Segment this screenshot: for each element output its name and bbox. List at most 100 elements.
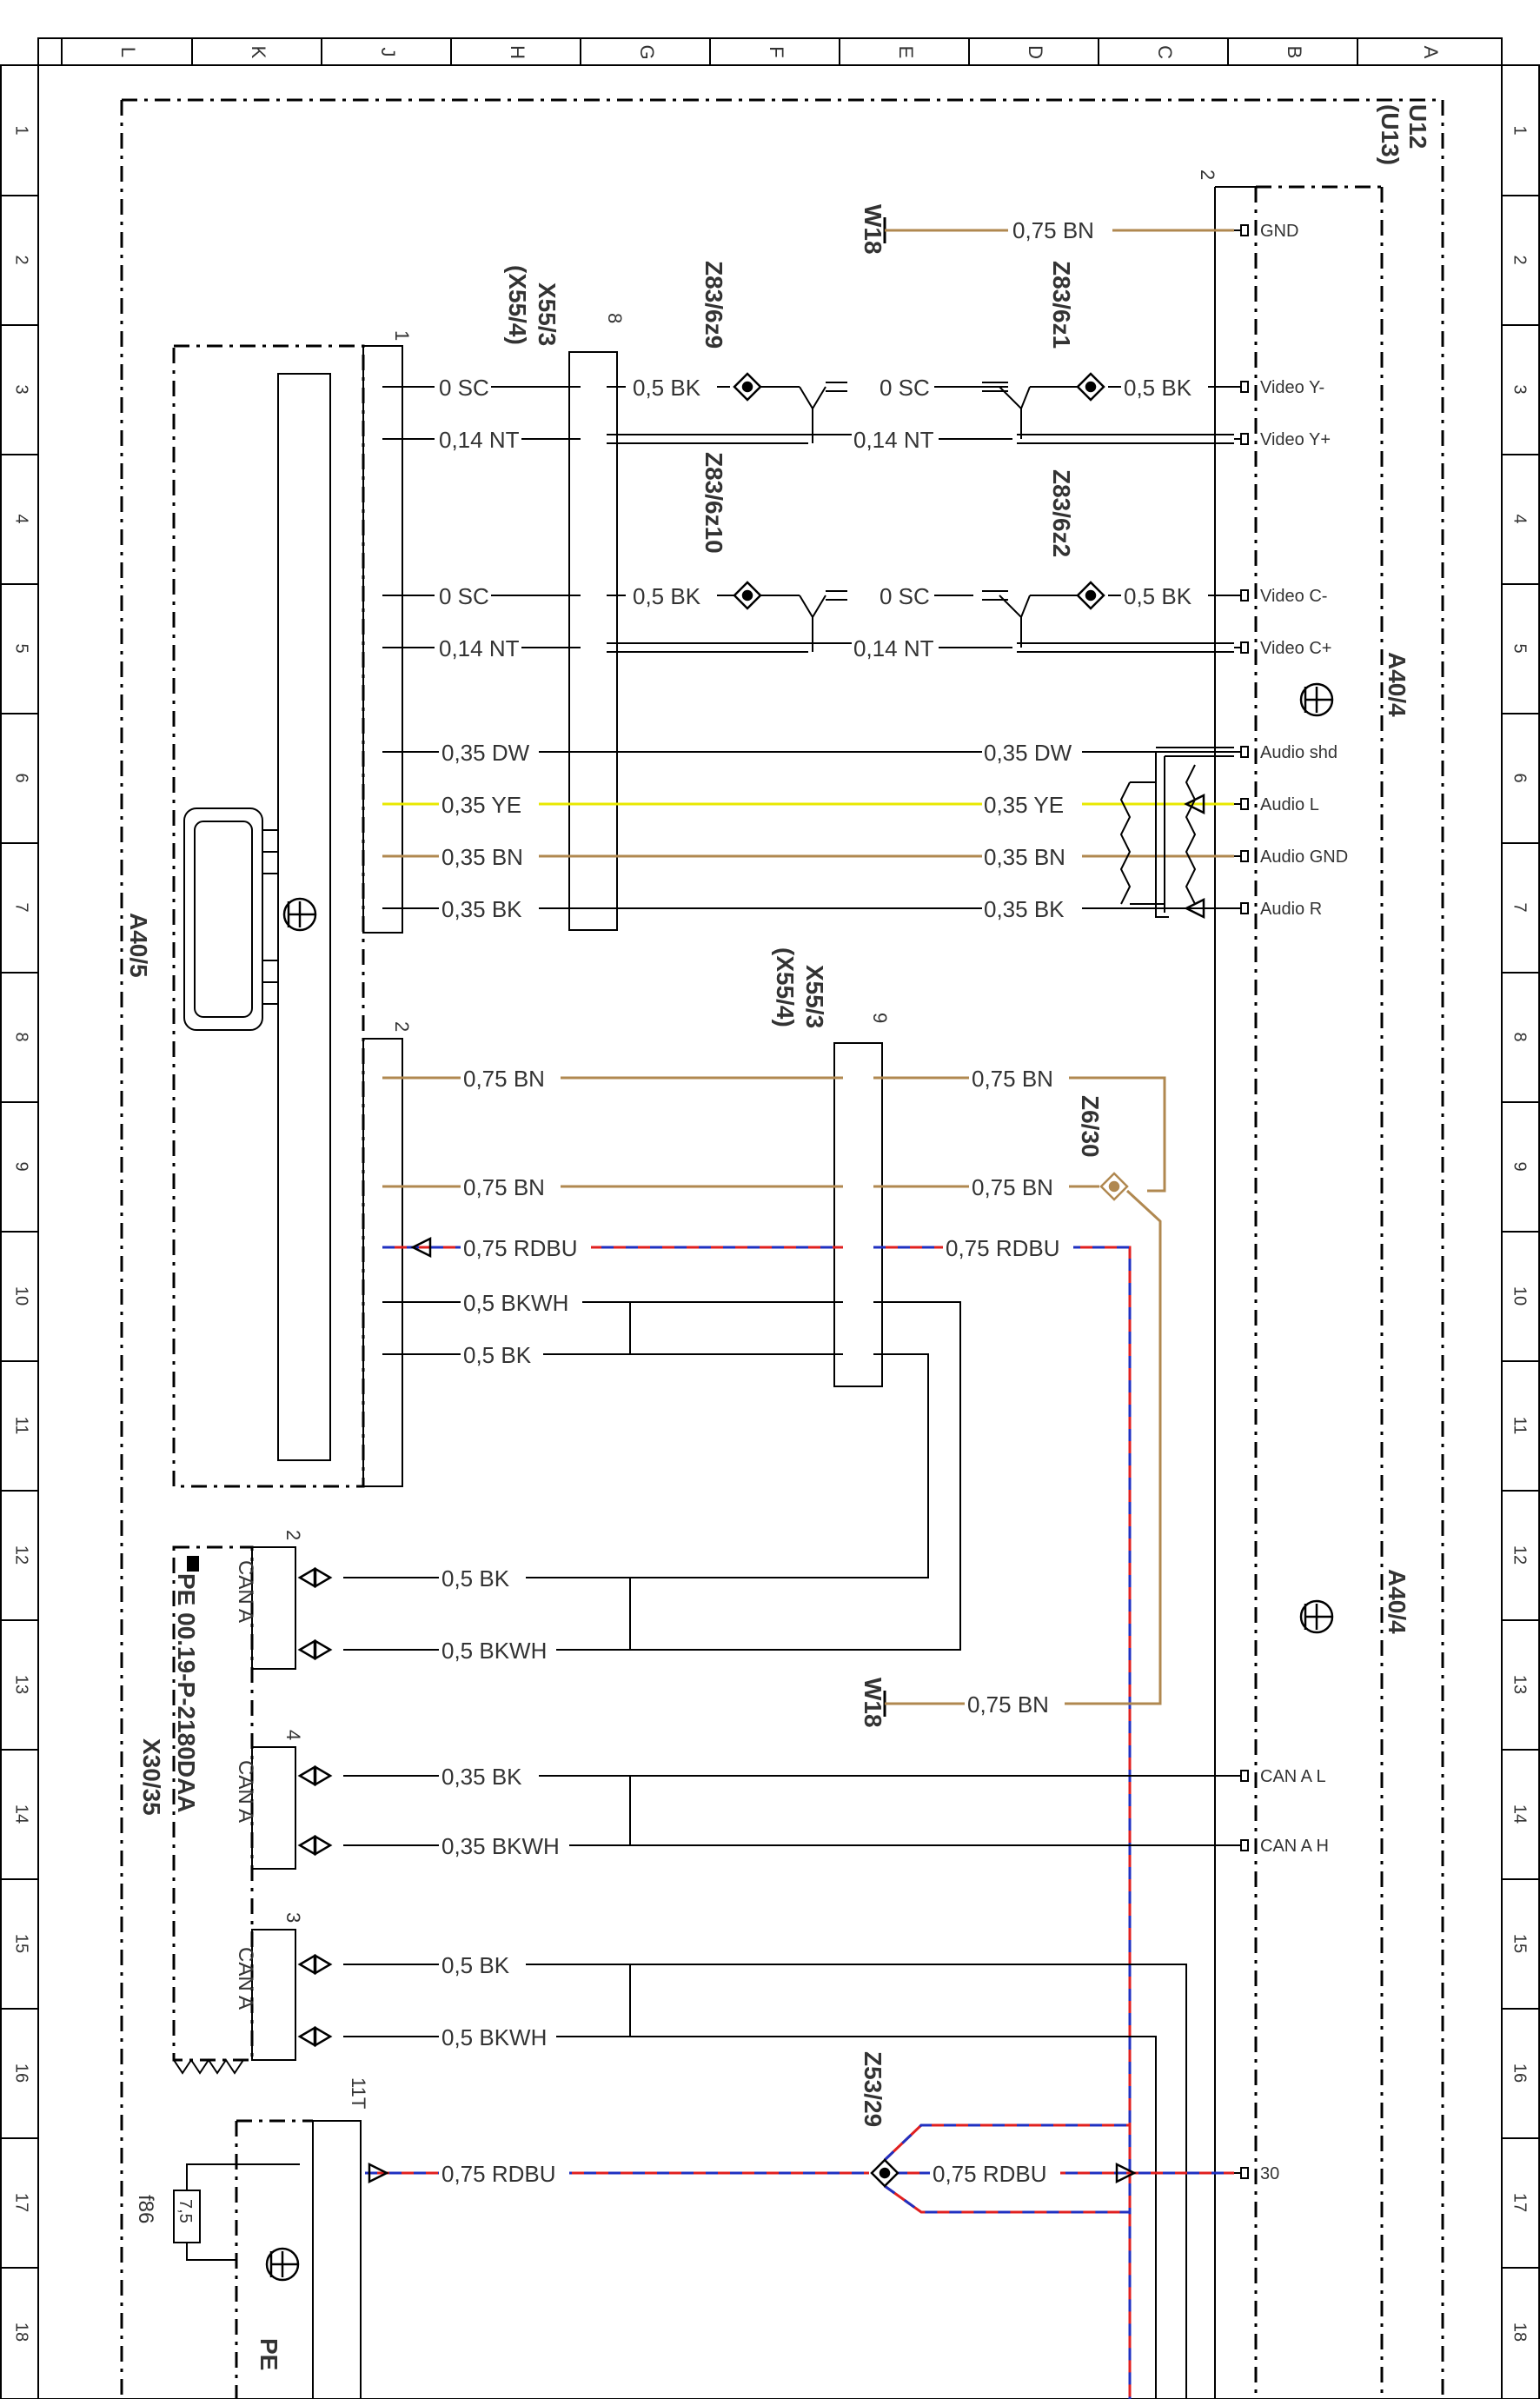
pin-label-video-c-plus: Video C+ — [1260, 639, 1331, 658]
can-block-2 — [251, 1546, 296, 1670]
z83-6z1-label: Z83/6z1 — [1048, 261, 1075, 349]
row-label: 7 — [1510, 902, 1530, 912]
x55-3-label-top: X55/3 — [534, 282, 561, 346]
can-a-label: CAN A — [234, 1947, 257, 2010]
col-label: C — [1154, 45, 1176, 59]
wire-label: 0,5 BK — [633, 375, 701, 401]
connector-11t — [312, 2120, 362, 2399]
a40-5-connector-1 — [362, 345, 403, 934]
row-label: 17 — [1510, 2193, 1530, 2212]
row-label: 12 — [12, 1545, 31, 1565]
col-label: D — [1025, 45, 1046, 59]
break-line — [173, 2058, 244, 2075]
a40-4-frame — [1254, 185, 1384, 2399]
splice-diamond-icon — [1076, 581, 1105, 610]
z83-6z9-label: Z83/6z9 — [700, 261, 727, 349]
a40-5-connector-2 — [362, 1038, 403, 1487]
row-label: 11 — [12, 1417, 31, 1435]
fuse-value: 7,5 — [176, 2199, 195, 2223]
wire-label: 0,35 YE — [984, 792, 1064, 818]
wire-label: 0,75 RDBU — [463, 1235, 578, 1261]
x55-3-connector-mid — [833, 1042, 883, 1387]
col-label: L — [117, 47, 139, 57]
wire-label: 0,5 BK — [441, 1565, 510, 1592]
can-block-3 — [251, 1929, 296, 2061]
row-label: 1 — [12, 125, 31, 135]
arrow-left-icon — [1184, 793, 1205, 920]
wire-bn-z6 — [1125, 1189, 1162, 1705]
u12-label: U12 — [1404, 104, 1431, 149]
row-label: 9 — [12, 1161, 31, 1171]
wire-label: 0,75 RDBU — [441, 2161, 556, 2187]
wire-label: 0,5 BK — [633, 583, 701, 609]
row-label: 14 — [12, 1804, 31, 1824]
conn-number: 3 — [282, 1912, 304, 1923]
wire-label: 0,5 BK — [1124, 375, 1192, 401]
col-label: F — [766, 46, 787, 57]
row-label: 3 — [1510, 384, 1530, 394]
wire-label: 0,5 BKWH — [441, 2024, 547, 2050]
wire-label: 0,14 NT — [439, 635, 520, 661]
z83-6z2-label: Z83/6z2 — [1048, 469, 1075, 557]
splice-diamond-icon — [870, 2158, 899, 2188]
z6-30-label: Z6/30 — [1077, 1095, 1104, 1158]
can-a-label: CAN A — [234, 1760, 257, 1823]
ground-symbol-icon — [1299, 1599, 1334, 1634]
col-label: G — [636, 44, 658, 59]
row-label: 10 — [12, 1286, 31, 1306]
a40-5-screen-outer — [183, 807, 263, 1031]
pin-label-video-y-minus: Video Y- — [1260, 378, 1324, 397]
audio-shield-bundle — [1119, 747, 1234, 918]
pin-label-gnd: GND — [1260, 222, 1298, 241]
wire-rdbu-red-right — [873, 1246, 1132, 2399]
splice-diamond-icon — [733, 581, 762, 610]
x55-3-connector-top — [568, 351, 618, 931]
row-label: 1 — [1510, 125, 1530, 135]
wire-label: 0 SC — [880, 375, 930, 401]
row-label: 8 — [1510, 1032, 1530, 1041]
row-label: 2 — [12, 255, 31, 264]
a40-4-label-lower: A40/4 — [1384, 1569, 1411, 1634]
wire-label: 0,14 NT — [439, 427, 520, 453]
pin-label-audio-gnd: Audio GND — [1260, 847, 1348, 867]
fuse-f86-icon — [173, 2190, 201, 2243]
col-label: E — [895, 46, 917, 59]
conn-number: 11T — [348, 2077, 369, 2109]
a40-4-conn-num: 2 — [1197, 169, 1218, 180]
wire-label: 0,35 BK — [441, 896, 522, 922]
fuse-f86-label: f86 — [134, 2195, 157, 2223]
wire-label: 0,35 BK — [441, 1764, 522, 1790]
row-label: 17 — [12, 2193, 31, 2212]
conn-number: 8 — [604, 313, 626, 323]
wire-label: 0,75 BN — [463, 1066, 545, 1092]
wire-label: 0 SC — [880, 583, 930, 609]
row-label: 5 — [1510, 643, 1530, 653]
x55-4-label-mid: (X55/4) — [772, 947, 799, 1027]
arrow-right-icon — [368, 2162, 1137, 2184]
wire-label: 0,5 BK — [1124, 583, 1192, 609]
row-label: 18 — [12, 2323, 31, 2342]
row-label: 11 — [1510, 1417, 1530, 1435]
row-label: 9 — [1510, 1161, 1530, 1171]
row-label: 10 — [1510, 1286, 1530, 1306]
row-label: 6 — [1510, 773, 1530, 782]
ground-symbol-icon — [265, 2247, 300, 2282]
x30-35-label: X30/35 — [138, 1738, 165, 1816]
row-label: 6 — [12, 773, 31, 782]
wire-label: 0,35 BN — [441, 844, 523, 870]
wire-label: 0,35 YE — [441, 792, 521, 818]
a40-5-screen-inner — [194, 821, 253, 1018]
row-label: 5 — [12, 643, 31, 653]
row-label: 16 — [1510, 2063, 1530, 2083]
w18-label-top: W18 — [860, 204, 886, 255]
splice-diamond-icon — [733, 372, 762, 402]
conn-number: 1 — [391, 330, 413, 341]
row-label: 3 — [12, 384, 31, 394]
conn-number: 9 — [869, 1013, 891, 1023]
conn-number: 2 — [391, 1021, 413, 1032]
u13-label: (U13) — [1377, 104, 1404, 165]
x55-4-label-top: (X55/4) — [504, 265, 531, 345]
w18-label-bottom: W18 — [860, 1678, 886, 1728]
pe-note-icon — [187, 1556, 199, 1572]
